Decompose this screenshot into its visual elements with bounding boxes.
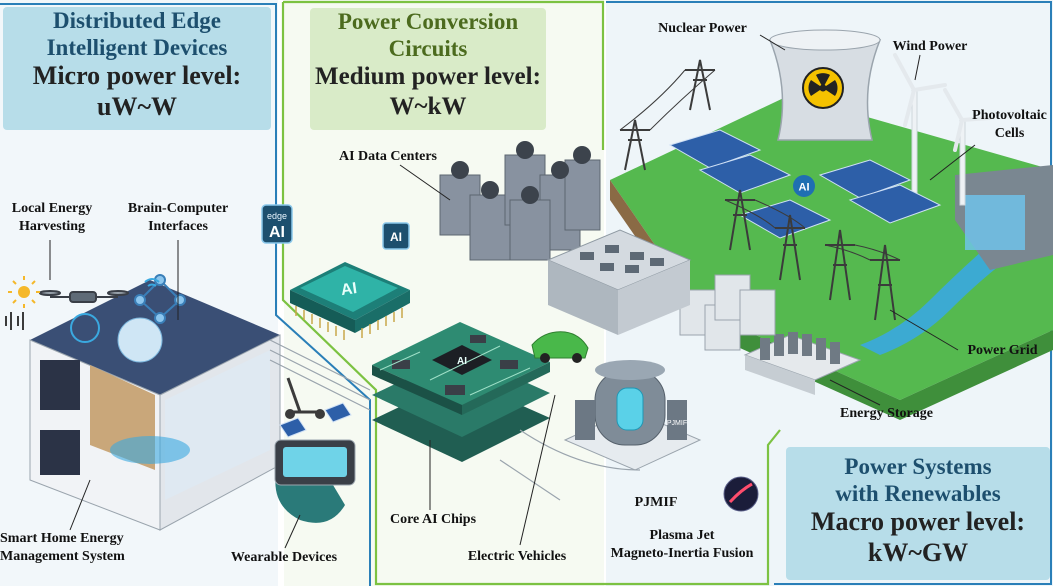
scooter-wheel-front xyxy=(285,409,295,419)
board-ai-label: AI xyxy=(457,356,467,367)
sun-icon xyxy=(18,286,30,298)
label-wind: Wind Power xyxy=(880,38,980,56)
conversion-title-line4: W~kW xyxy=(389,92,467,120)
factory-building xyxy=(546,229,692,335)
grid-ai-badge-text: AI xyxy=(799,182,810,194)
plasma-jet-icon xyxy=(723,476,759,512)
sun-rays xyxy=(8,276,40,308)
label-local-energy-line1: Local Energy xyxy=(11,201,93,216)
label-power-grid: Power Grid xyxy=(955,342,1050,360)
label-plasma-jet-line1: Plasma Jet xyxy=(649,528,715,543)
grid-title-line4: kW~GW xyxy=(867,537,969,567)
label-local-energy-line2: Harvesting xyxy=(18,218,86,234)
conversion-title-box: Power Conversion Circuits Medium power l… xyxy=(310,8,546,130)
edge-ai-badge-line2: AI xyxy=(269,224,285,241)
circuit-boards xyxy=(372,322,550,462)
label-pv-line2: Cells xyxy=(994,125,1025,141)
conversion-title-line1: Power Conversion xyxy=(337,9,519,34)
smart-house xyxy=(29,280,281,531)
label-local-energy: Local Energy Harvesting xyxy=(2,200,102,235)
label-bci-line2: Interfaces xyxy=(148,218,208,234)
edge-panel-border xyxy=(0,3,371,586)
label-smart-home-line1: Smart Home Energy xyxy=(0,531,124,546)
vibration-icon xyxy=(5,312,24,330)
grid-title-box: Power Systems with Renewables Macro powe… xyxy=(786,447,1050,580)
chip-ai-label: AI xyxy=(340,280,358,299)
ai-chip xyxy=(290,262,410,340)
small-ai-chip-text: AI xyxy=(390,230,402,244)
grid-title-line3: Macro power level: xyxy=(810,507,1026,537)
wifi-icon xyxy=(144,278,160,287)
label-pjmif: PJMIF xyxy=(621,494,691,512)
fusion-plate: PJMIF xyxy=(667,420,687,427)
edge-title-line4: uW~W xyxy=(97,91,177,121)
energy-storage xyxy=(743,332,862,395)
scooter-icon xyxy=(286,377,320,414)
conversion-panel-border xyxy=(281,0,781,586)
label-wearable-line1: Wearable Devices xyxy=(230,550,338,565)
small-ai-chip-icon xyxy=(382,222,410,250)
plasma-jet-glow xyxy=(728,482,753,504)
label-nuclear: Nuclear Power xyxy=(645,20,760,38)
label-plasma-jet: Plasma Jet Magneto-Inertia Fusion xyxy=(592,527,772,562)
label-electric-vehicles-line1: Electric Vehicles xyxy=(467,549,567,564)
conversion-title-line3: Medium power level: xyxy=(315,63,541,91)
grid-title-line2: with Renewables xyxy=(835,481,1001,507)
edge-title-line1: Distributed Edge xyxy=(52,8,222,33)
label-core-ai-chips: Core AI Chips xyxy=(378,511,488,529)
drone-target xyxy=(70,313,100,343)
label-energy-storage: Energy Storage xyxy=(824,405,949,423)
small-solar-tiles xyxy=(279,402,352,438)
grid-title-line1: Power Systems xyxy=(844,454,992,479)
fusion-reactor xyxy=(563,360,702,471)
radiation-symbol xyxy=(808,73,838,96)
battery-cabinets xyxy=(679,274,776,351)
grid-ai-badge xyxy=(793,175,815,197)
label-energy-storage-line1: Energy Storage xyxy=(840,406,933,421)
label-pv-line1: Photovoltaic xyxy=(972,108,1047,123)
drone-icon xyxy=(39,290,129,303)
smart-watch xyxy=(274,439,356,523)
label-smart-home-line2: Management System xyxy=(0,548,125,564)
edge-ai-badge-line1: edge xyxy=(267,211,287,221)
edge-ai-badge xyxy=(261,204,293,244)
label-wind-line1: Wind Power xyxy=(892,39,968,54)
label-bci: Brain-Computer Interfaces xyxy=(113,200,243,235)
solar-panels xyxy=(668,129,942,239)
label-bci-line1: Brain-Computer xyxy=(127,201,229,216)
label-core-ai-chips-line1: Core AI Chips xyxy=(389,512,477,527)
label-nuclear-line1: Nuclear Power xyxy=(658,21,747,36)
label-ai-data-centers-line1: AI Data Centers xyxy=(339,149,437,164)
transmission-towers xyxy=(619,59,901,321)
conversion-title-line2: Circuits xyxy=(388,36,468,62)
label-pjmif-line1: PJMIF xyxy=(634,495,678,510)
label-electric-vehicles: Electric Vehicles xyxy=(447,548,587,566)
label-plasma-jet-line2: Magneto-Inertia Fusion xyxy=(610,545,754,561)
scooter-wheel-back xyxy=(315,409,325,419)
cooling-tower-top xyxy=(769,29,881,51)
edge-title-box: Distributed Edge Intelligent Devices Mic… xyxy=(3,7,271,130)
label-ai-data-centers: AI Data Centers xyxy=(323,148,453,166)
label-smart-home: Smart Home Energy Management System xyxy=(0,530,150,565)
label-pv: Photovoltaic Cells xyxy=(966,107,1053,142)
dam-water xyxy=(965,195,1025,250)
edge-title-line2: Intelligent Devices xyxy=(46,35,228,61)
electric-car xyxy=(531,331,589,363)
label-power-grid-line1: Power Grid xyxy=(967,343,1038,358)
edge-title-line3: Micro power level: xyxy=(32,61,242,91)
data-center-servers xyxy=(439,141,601,261)
label-wearable: Wearable Devices xyxy=(214,549,354,567)
